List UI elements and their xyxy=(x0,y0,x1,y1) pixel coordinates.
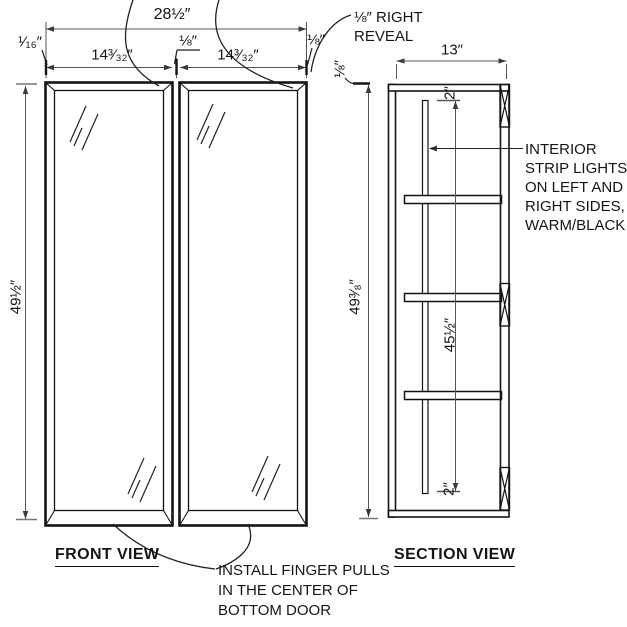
section-view-label: SECTION VIEW xyxy=(394,546,516,567)
dim-strip-top-offset: 2″ xyxy=(441,86,459,100)
dim-left-door-width: 14³⁄₃₂″ xyxy=(91,46,133,64)
right-reveal-leader xyxy=(310,14,352,73)
dim-section-height: 49³⁄₈″ xyxy=(346,279,364,315)
shelves xyxy=(403,194,503,401)
dimension-arrows xyxy=(22,26,507,519)
strip-lights-note: INTERIOR STRIP LIGHTS ON LEFT AND RIGHT … xyxy=(525,141,627,234)
dim-center-reveal: ⅛″ xyxy=(179,32,197,50)
dim-section-depth: 13″ xyxy=(441,41,463,59)
finger-pulls-note: INSTALL FINGER PULLS IN THE CENTER OF BO… xyxy=(218,562,390,619)
door-balloon-leader-right xyxy=(215,0,294,89)
leader-lines xyxy=(112,0,523,570)
dim-right-reveal: ⅛″ xyxy=(307,31,325,49)
right-reveal-note: ⅛″ RIGHT REVEAL xyxy=(354,9,423,45)
section-door xyxy=(499,83,511,511)
dim-strip-length: 45½″ xyxy=(441,317,459,353)
front-view-label: FRONT VIEW xyxy=(55,546,160,567)
glass-marks xyxy=(69,103,281,503)
dim-right-door-width: 14³⁄₃₂″ xyxy=(217,46,259,64)
front-view-doors xyxy=(44,81,308,527)
finger-pull-leader-right xyxy=(215,523,252,570)
dim-strip-bottom-offset: 2″ xyxy=(440,482,458,496)
dimension-lines xyxy=(16,22,507,521)
dim-left-reveal: ¹⁄₁₆″ xyxy=(18,33,42,51)
finger-pull-leader-left xyxy=(112,523,216,570)
dim-section-top-reveal: ⅛″ xyxy=(331,60,349,78)
dim-overall-width: 28½″ xyxy=(153,6,191,23)
dim-door-height: 49½″ xyxy=(7,279,25,315)
door-balloon-leader-left xyxy=(124,0,160,87)
section-view-box xyxy=(387,83,511,518)
